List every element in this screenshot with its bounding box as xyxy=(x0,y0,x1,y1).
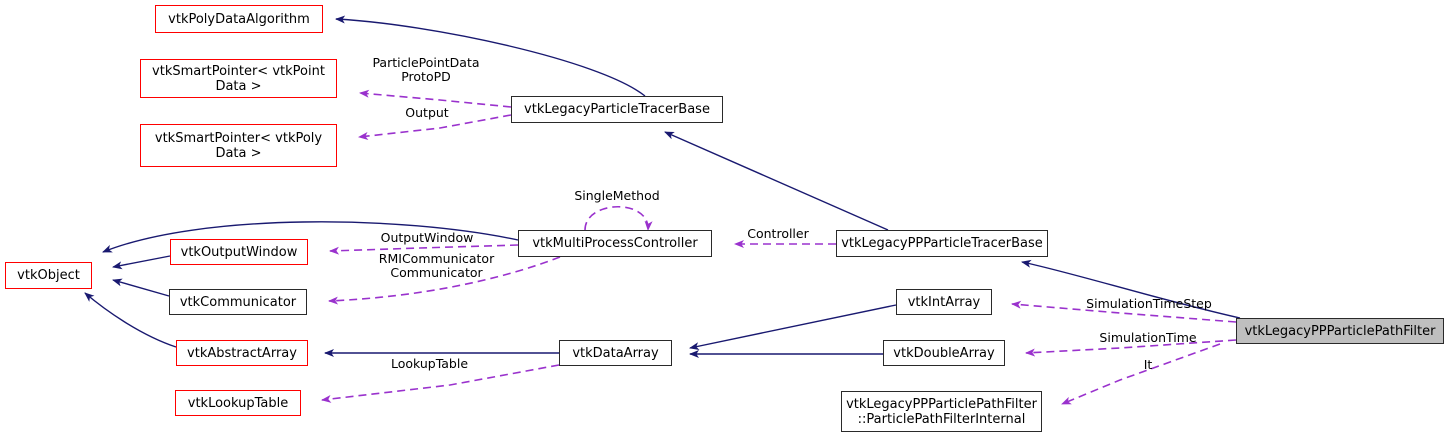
edge-pptracerbase-to-tracerbase xyxy=(664,131,889,231)
class-node-vtkSmartPointer-vtkPolyData[interactable]: vtkSmartPointer< vtkPoly Data > xyxy=(140,124,337,167)
edge-pathfilter-to-internal xyxy=(1061,343,1221,405)
edge-multiprocesscontroller-self-singlemethod xyxy=(584,205,653,231)
class-label: vtkOutputWindow xyxy=(180,244,298,260)
class-node-vtkSmartPointer-vtkPointData[interactable]: vtkSmartPointer< vtkPoint Data > xyxy=(140,59,337,98)
class-node-vtkOutputWindow[interactable]: vtkOutputWindow xyxy=(170,239,308,265)
class-node-vtkLegacyParticleTracerBase[interactable]: vtkLegacyParticleTracerBase xyxy=(511,96,723,123)
class-node-vtkPolyDataAlgorithm[interactable]: vtkPolyDataAlgorithm xyxy=(155,5,323,33)
class-node-vtkCommunicator[interactable]: vtkCommunicator xyxy=(169,289,307,315)
edge-abstractarray-to-vtkobject xyxy=(84,292,177,348)
edge-outputwindow-to-vtkobject xyxy=(112,255,171,270)
class-node-vtkMultiProcessController[interactable]: vtkMultiProcessController xyxy=(518,230,712,257)
class-node-ParticlePathFilterInternal[interactable]: vtkLegacyPPParticlePathFilter ::Particle… xyxy=(841,391,1042,432)
edge-label-outputwindow: OutputWindow xyxy=(380,230,474,245)
class-node-vtkDoubleArray[interactable]: vtkDoubleArray xyxy=(883,340,1005,366)
class-label: vtkLegacyParticleTracerBase xyxy=(524,102,710,117)
class-label: vtkLegacyPPParticlePathFilter xyxy=(1244,323,1436,339)
edge-label-rmicommunicator-communicator: RMICommunicator Communicator xyxy=(378,251,495,280)
edge-label-simulationtime: SimulationTime xyxy=(1099,330,1197,345)
class-label: vtkSmartPointer< vtkPoint Data > xyxy=(152,63,325,94)
class-label: vtkLookupTable xyxy=(187,395,289,411)
class-node-vtkAbstractArray[interactable]: vtkAbstractArray xyxy=(176,340,308,366)
class-label: vtkDoubleArray xyxy=(893,345,995,361)
class-node-vtkIntArray[interactable]: vtkIntArray xyxy=(896,289,992,315)
class-label: vtkPolyDataAlgorithm xyxy=(168,11,310,27)
class-label: vtkLegacyPPParticlePathFilter ::Particle… xyxy=(846,396,1037,427)
edge-label-particlepointdata-protopd: ParticlePointData ProtoPD xyxy=(372,55,480,84)
edge-communicator-to-vtkobject xyxy=(112,278,170,297)
edge-label-output: Output xyxy=(405,105,449,120)
class-label: vtkMultiProcessController xyxy=(532,236,698,251)
class-label: vtkLegacyPPParticleTracerBase xyxy=(841,236,1043,251)
edge-label-it: It xyxy=(1143,357,1153,372)
edge-label-singlemethod: SingleMethod xyxy=(574,188,660,203)
class-node-vtkDataArray[interactable]: vtkDataArray xyxy=(559,340,672,366)
edge-label-simulationtimestep: SimulationTimeStep xyxy=(1086,296,1212,311)
class-node-vtkLookupTable[interactable]: vtkLookupTable xyxy=(175,390,301,416)
class-node-vtkObject[interactable]: vtkObject xyxy=(5,262,92,289)
class-label: vtkSmartPointer< vtkPoly Data > xyxy=(154,130,323,161)
class-label: vtkAbstractArray xyxy=(187,345,297,361)
edge-label-lookuptable: LookupTable xyxy=(390,356,469,371)
class-node-vtkLegacyPPParticlePathFilter[interactable]: vtkLegacyPPParticlePathFilter xyxy=(1236,318,1444,344)
class-label: vtkDataArray xyxy=(572,345,659,361)
class-label: vtkCommunicator xyxy=(179,294,297,310)
class-label: vtkIntArray xyxy=(907,294,981,310)
class-node-vtkLegacyPPParticleTracerBase[interactable]: vtkLegacyPPParticleTracerBase xyxy=(836,230,1048,257)
edge-label-controller: Controller xyxy=(747,226,809,241)
class-label: vtkObject xyxy=(17,268,80,283)
edge-intarray-to-dataarray xyxy=(689,304,897,351)
